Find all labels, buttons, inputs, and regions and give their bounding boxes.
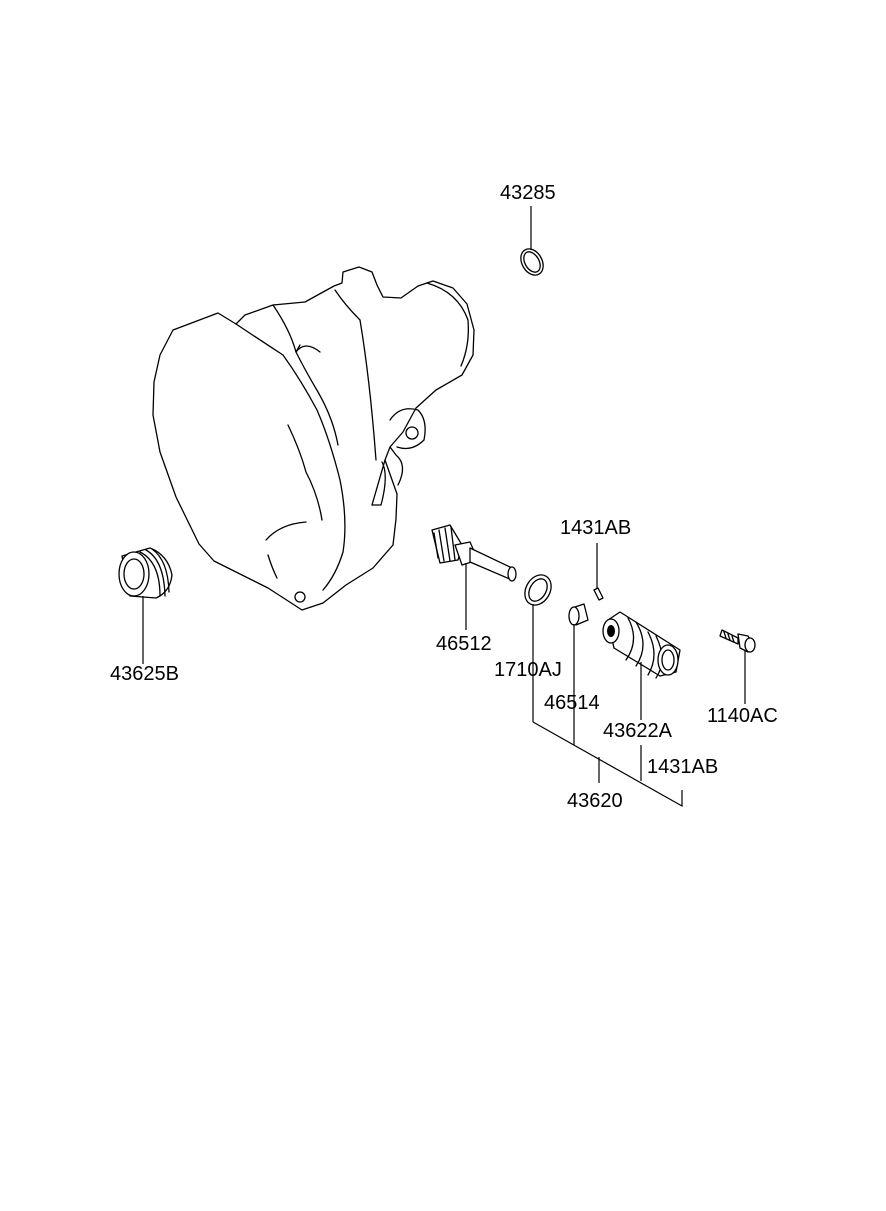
label-1431AB-bottom: 1431AB [647,756,718,778]
bushing-46514 [568,603,589,626]
snap-ring-43285 [520,248,544,276]
label-1140AC: 1140AC [707,705,778,727]
pin-1431AB [593,587,604,601]
transfer-case-housing [152,266,475,611]
sleeve-43622A [602,611,681,679]
label-1710AJ: 1710AJ [494,659,562,681]
o-ring-1710AJ [524,574,552,606]
oil-seal-43625B [118,547,173,599]
assembly-bracket-43620 [532,721,683,808]
label-1431AB-top: 1431AB [560,517,631,539]
label-43285: 43285 [500,182,556,204]
label-43625B: 43625B [110,663,179,685]
label-46512: 46512 [436,633,492,655]
label-43620: 43620 [567,790,623,812]
label-46514: 46514 [544,692,600,714]
bolt-1140AC [719,629,756,653]
driven-gear-46512 [431,524,517,582]
label-43622A: 43622A [603,720,673,742]
